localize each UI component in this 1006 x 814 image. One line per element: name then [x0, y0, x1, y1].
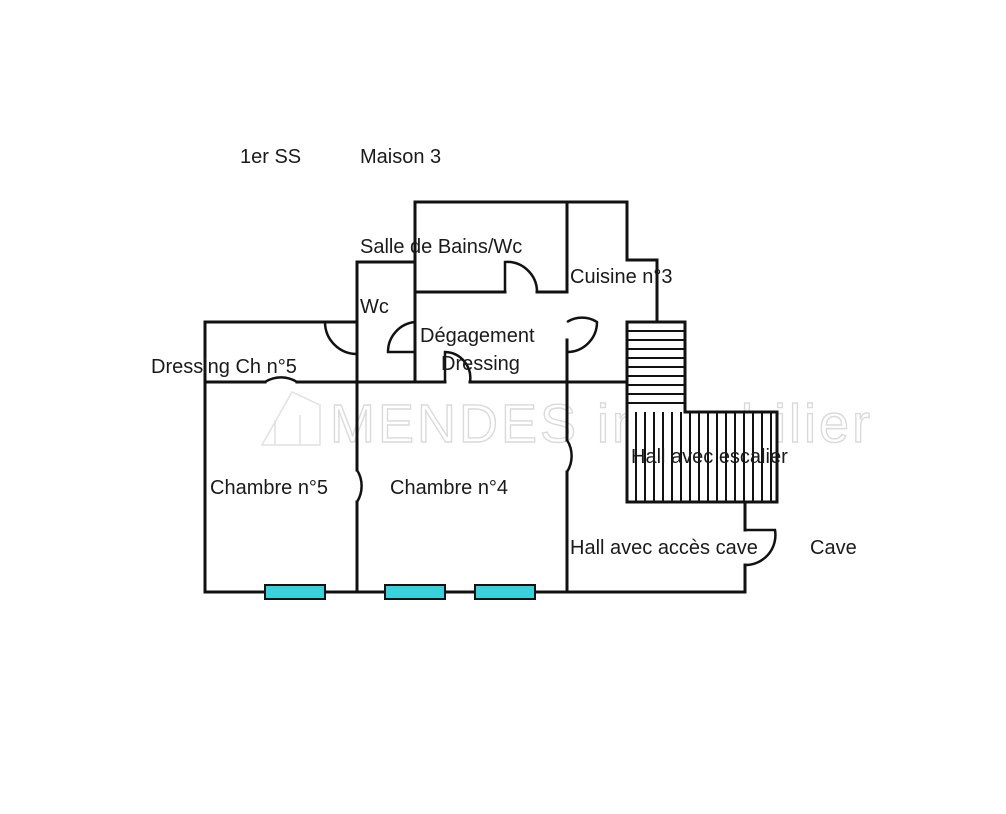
room-label-dressing: Dressing: [441, 353, 520, 375]
door-cave: [744, 528, 777, 567]
room-label-cave: Cave: [810, 537, 857, 559]
room-label-cuisine: Cuisine n°3: [570, 266, 673, 288]
doors: [264, 260, 777, 567]
door-hall: [565, 439, 573, 473]
walls: [203, 200, 747, 594]
staircase: [625, 320, 779, 504]
window-chambre5: [264, 584, 326, 600]
door-dressing-ch5: [264, 376, 298, 384]
room-label-chambre5: Chambre n°5: [210, 477, 328, 499]
room-label-chambre4: Chambre n°4: [390, 477, 508, 499]
watermark-logo: [260, 391, 321, 446]
door-degagement-left: [386, 320, 416, 354]
window-chambre4-right: [474, 584, 536, 600]
windows: [264, 584, 536, 600]
door-wc: [323, 320, 358, 356]
door-salle-de-bains: [503, 260, 539, 293]
room-label-salle-de-bains: Salle de Bains/Wc: [360, 236, 522, 258]
room-label-degagement: Dégagement: [420, 325, 535, 347]
door-cuisine: [566, 316, 599, 354]
house-label: Maison 3: [360, 146, 441, 168]
watermark-text: MENDES immobilier: [330, 394, 873, 454]
room-label-wc: Wc: [360, 296, 389, 318]
room-label-dressing-ch5: Dressing Ch n°5: [151, 356, 297, 378]
room-label-hall-cave: Hall avec accès cave: [570, 537, 758, 559]
level-label: 1er SS: [240, 146, 301, 168]
window-chambre4-left: [384, 584, 446, 600]
room-label-hall-escalier: Hall avec escalier: [631, 446, 788, 468]
door-chambre: [355, 469, 363, 503]
door-dressing: [443, 350, 472, 383]
